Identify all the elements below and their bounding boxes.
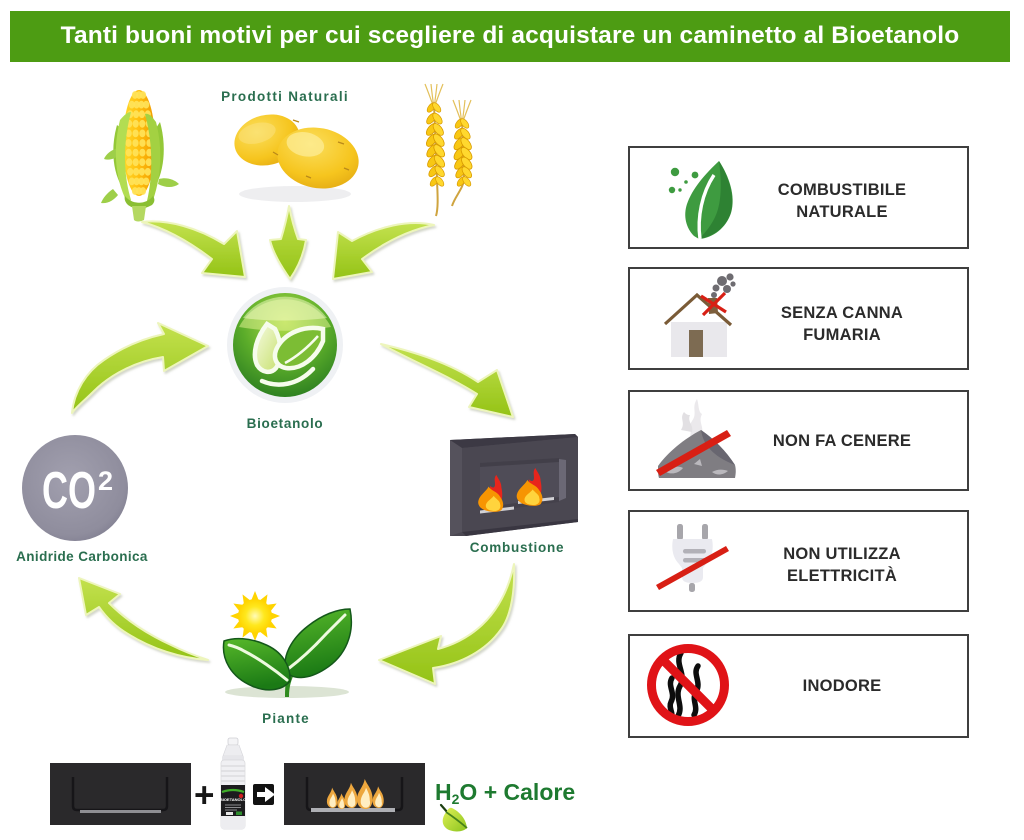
- svg-text:H2O + Calore: H2O + Calore: [435, 779, 575, 807]
- svg-text:2: 2: [98, 466, 113, 496]
- svg-text:CO: CO: [42, 462, 96, 520]
- svg-text:Prodotti Naturali: Prodotti Naturali: [221, 89, 349, 104]
- svg-text:Anidride Carbonica: Anidride Carbonica: [16, 549, 148, 564]
- svg-text:Combustione: Combustione: [470, 540, 565, 555]
- svg-text:Piante: Piante: [262, 711, 310, 726]
- svg-text:BIOETANOLO: BIOETANOLO: [220, 797, 246, 802]
- svg-text:Bioetanolo: Bioetanolo: [247, 416, 324, 431]
- svg-text:+: +: [194, 776, 214, 815]
